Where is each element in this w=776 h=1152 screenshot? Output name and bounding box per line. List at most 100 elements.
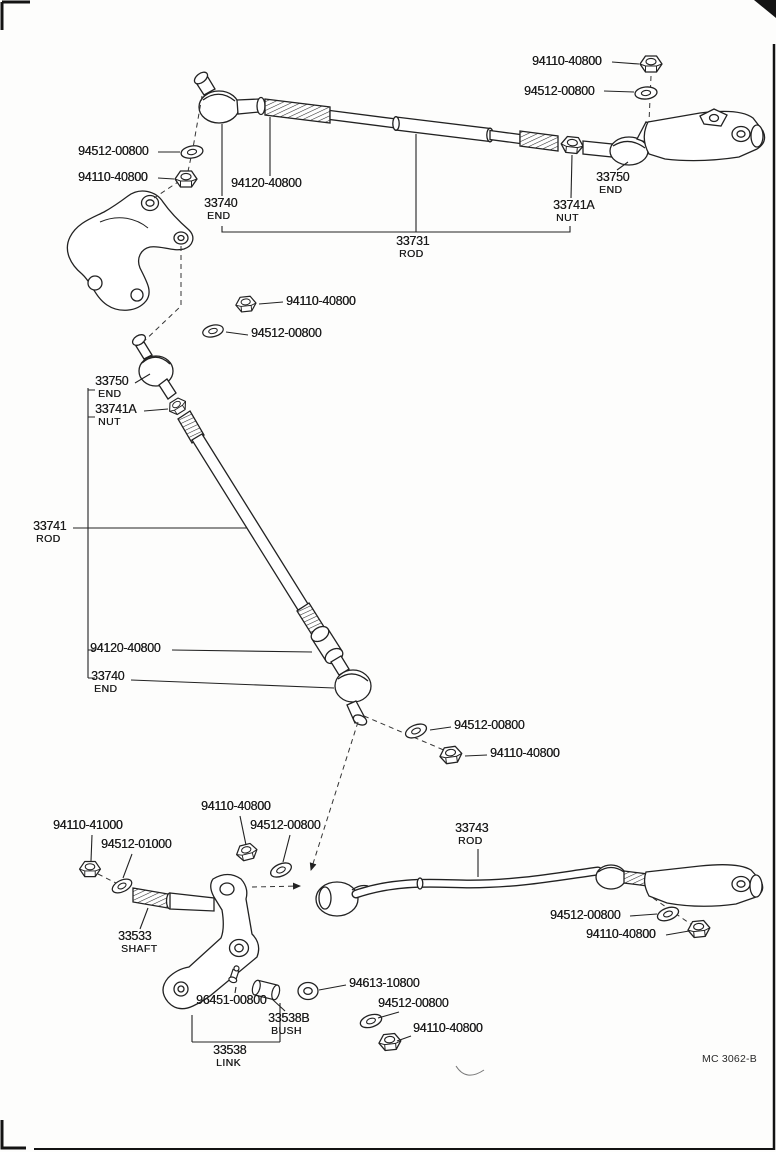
washer-94512-00800 (402, 720, 430, 742)
part-number: 33741A (95, 402, 137, 416)
part-role: SHAFT (121, 942, 158, 955)
callout-shaft-nut: 94110-41000 (53, 818, 123, 833)
part-role: END (98, 387, 122, 400)
callout-top-washer: 94512-00800 (524, 84, 595, 99)
part-role: END (599, 183, 623, 196)
part-role: END (94, 682, 118, 695)
callout-grommet: 94613-10800 (349, 976, 420, 991)
part-number: 94110-40800 (586, 927, 656, 941)
hex-nut-94110-40800 (234, 295, 258, 314)
rod-end-small (595, 864, 627, 890)
callout-mid-washer: 94512-00800 (251, 326, 322, 341)
hex-nut-94110-40800 (377, 1032, 403, 1052)
part-number: 94512-00800 (454, 718, 525, 732)
grease-fitting-96451 (228, 965, 240, 984)
callout-top-nut: 94110-40800 (532, 54, 602, 69)
part-role: BUSH (271, 1024, 302, 1037)
part-role: NUT (98, 415, 121, 428)
part-number: 94110-40800 (78, 170, 148, 184)
callout-tl-nut: 94110-40800 (78, 170, 148, 185)
cross-rod-33743 (315, 864, 764, 917)
bush-33538B (251, 979, 281, 1001)
callout-top-clamp: 94120-40800 (231, 176, 302, 191)
tie-rod-end-left (198, 90, 240, 124)
washer-94512-00800 (200, 322, 226, 340)
part-role: NUT (556, 211, 579, 224)
part-number: 33533 (118, 929, 152, 943)
part-role: ROD (458, 834, 483, 847)
hex-nut-94110-40800 (686, 919, 712, 939)
relay-rod-tube (395, 116, 491, 143)
part-number: 33538B (268, 1011, 310, 1025)
thread-section (264, 98, 331, 124)
callout-mid-nut: 94110-40800 (286, 294, 356, 309)
part-role: LINK (216, 1056, 241, 1069)
part-number: 33750 (596, 170, 630, 184)
callout-grease-fitting: 96451-00800 (196, 993, 267, 1008)
washer-94512-00800 (179, 143, 205, 161)
part-number: 94120-40800 (90, 641, 161, 655)
washer-94512-00800 (267, 859, 295, 881)
callout-mid-clamp: 94120-40800 (90, 641, 161, 656)
washer-94512-00800 (654, 903, 682, 925)
part-number: 33750 (95, 374, 129, 388)
leader-lines (73, 61, 690, 1043)
figure-code: MC 3062-B (702, 1053, 757, 1065)
part-number: 33740 (204, 196, 238, 210)
callout-mid2-washer: 94512-00800 (454, 718, 525, 733)
part-number: 33731 (396, 234, 430, 248)
jam-nut-33741A (559, 135, 585, 155)
hex-nut-94110-40800 (639, 55, 663, 73)
grommet-94613 (297, 981, 319, 1001)
thread-section (177, 410, 205, 444)
callout-bottom-washer: 94512-00800 (378, 996, 449, 1011)
relay-rod-assembly (193, 71, 766, 166)
thread-section (519, 130, 559, 152)
rod-end-upper (138, 355, 174, 387)
part-number: 33743 (455, 821, 489, 835)
bell-crank (66, 190, 194, 311)
part-role: ROD (399, 247, 424, 260)
callout-link-nut-upper: 94110-40800 (201, 799, 271, 814)
steering-arm-bottom (643, 864, 764, 907)
part-number: 94512-00800 (550, 908, 621, 922)
part-number: 94512-00800 (250, 818, 321, 832)
part-number: 94512-01000 (101, 837, 172, 851)
part-number: 94110-40800 (286, 294, 356, 308)
callout-tl-washer: 94512-00800 (78, 144, 149, 159)
part-number: 33741A (553, 198, 595, 212)
part-number: 94512-00800 (524, 84, 595, 98)
hex-nut-94110-40800 (438, 744, 464, 766)
thread-section (132, 887, 169, 909)
part-number: 94613-10800 (349, 976, 420, 990)
rod-shaft (191, 433, 309, 611)
part-role: ROD (36, 532, 61, 545)
callout-right-nut: 94110-40800 (586, 927, 656, 942)
callout-mid2-nut: 94110-40800 (490, 746, 560, 761)
callout-right-washer: 94512-00800 (550, 908, 621, 923)
cross-shaft-33533 (132, 887, 215, 912)
part-number: 33740 (91, 669, 125, 683)
assembly-dashed-lines (97, 75, 693, 926)
hex-nut-94110-40800 (174, 170, 198, 188)
part-number: 94512-00800 (78, 144, 149, 158)
washer-94512-00800 (633, 85, 659, 101)
hex-nut-94110-41000 (78, 860, 102, 878)
part-number: 33741 (33, 519, 67, 533)
steering-arm-top (643, 110, 766, 162)
control-rod-33741 (131, 334, 372, 726)
part-number: 94120-40800 (231, 176, 302, 190)
part-number: 94110-41000 (53, 818, 123, 832)
part-number: 94110-40800 (532, 54, 602, 68)
